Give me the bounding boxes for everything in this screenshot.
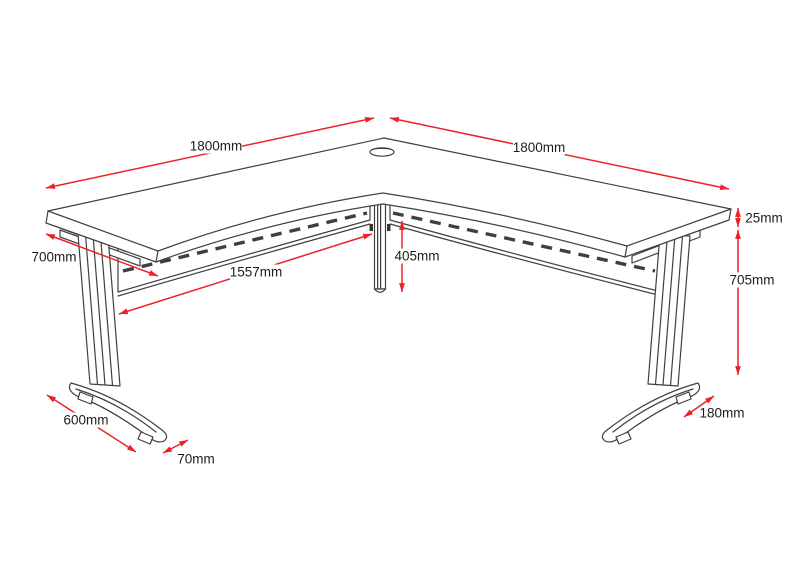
cable-slot-row — [392, 211, 656, 273]
dimension-top-thickness: 25mm — [735, 207, 783, 228]
dimension-line — [683, 395, 715, 418]
dimension-foot-length: 600mm — [46, 394, 137, 453]
dimension-left-wing-length: 1800mm — [45, 117, 375, 189]
dimension-label: 1557mm — [230, 265, 283, 280]
dimension-corner-leg-height: 405mm — [394, 220, 440, 293]
dimension-label: 405mm — [394, 249, 439, 264]
dimension-label-bg — [63, 412, 109, 428]
dimension-label-bg — [190, 138, 242, 154]
dimension-label: 705mm — [729, 273, 774, 288]
dimension-label: 1800mm — [190, 139, 243, 154]
dimension-label-bg — [230, 264, 282, 280]
dimension-label-bg — [729, 272, 775, 288]
right-leg-column-groove — [662, 234, 676, 386]
desktop-right-end-edge — [626, 208, 732, 247]
right-leg-column-groove — [669, 234, 684, 387]
dimension-desktop-depth: 700mm — [31, 233, 159, 277]
cable-grommet-rim — [370, 147, 394, 152]
dimension-label-bg — [513, 140, 565, 155]
pole-bracket-left — [369, 224, 373, 231]
desktop-front-right-crease — [624, 245, 628, 258]
dimension-label: 700mm — [31, 250, 76, 265]
right-leg-column-groove — [654, 233, 669, 386]
pole-bracket-right — [387, 224, 391, 231]
dimension-label: 600mm — [63, 413, 108, 428]
right-foot-front-glide — [615, 431, 632, 445]
dimension-label-bg — [394, 248, 440, 264]
desktop-silhouette — [45, 137, 732, 263]
dimension-label: 1800mm — [513, 140, 566, 155]
dimension-label-bg — [31, 249, 77, 265]
dimension-foot-height: 70mm — [162, 439, 215, 467]
corner-pole-foot-cap — [373, 288, 387, 293]
dimension-line — [162, 439, 189, 454]
corner-support-pole — [369, 196, 391, 293]
dimension-label: 180mm — [699, 406, 744, 421]
dimension-right-wing-length: 1800mm — [389, 116, 730, 191]
desktop — [45, 137, 732, 263]
desktop-front-top-edge — [157, 192, 628, 252]
dimension-label: 70mm — [177, 452, 215, 467]
right-leg — [601, 222, 701, 445]
left-foot-front-glide — [137, 431, 154, 445]
dimension-desk-height: 705mm — [729, 229, 775, 376]
dimension-leg-span: 1557mm — [118, 233, 373, 315]
right-foot-contour — [612, 388, 694, 433]
cable-tray-right-bottom-edge — [389, 223, 663, 297]
dimension-foot-width: 180mm — [683, 395, 745, 421]
dimension-label: 25mm — [745, 211, 783, 226]
